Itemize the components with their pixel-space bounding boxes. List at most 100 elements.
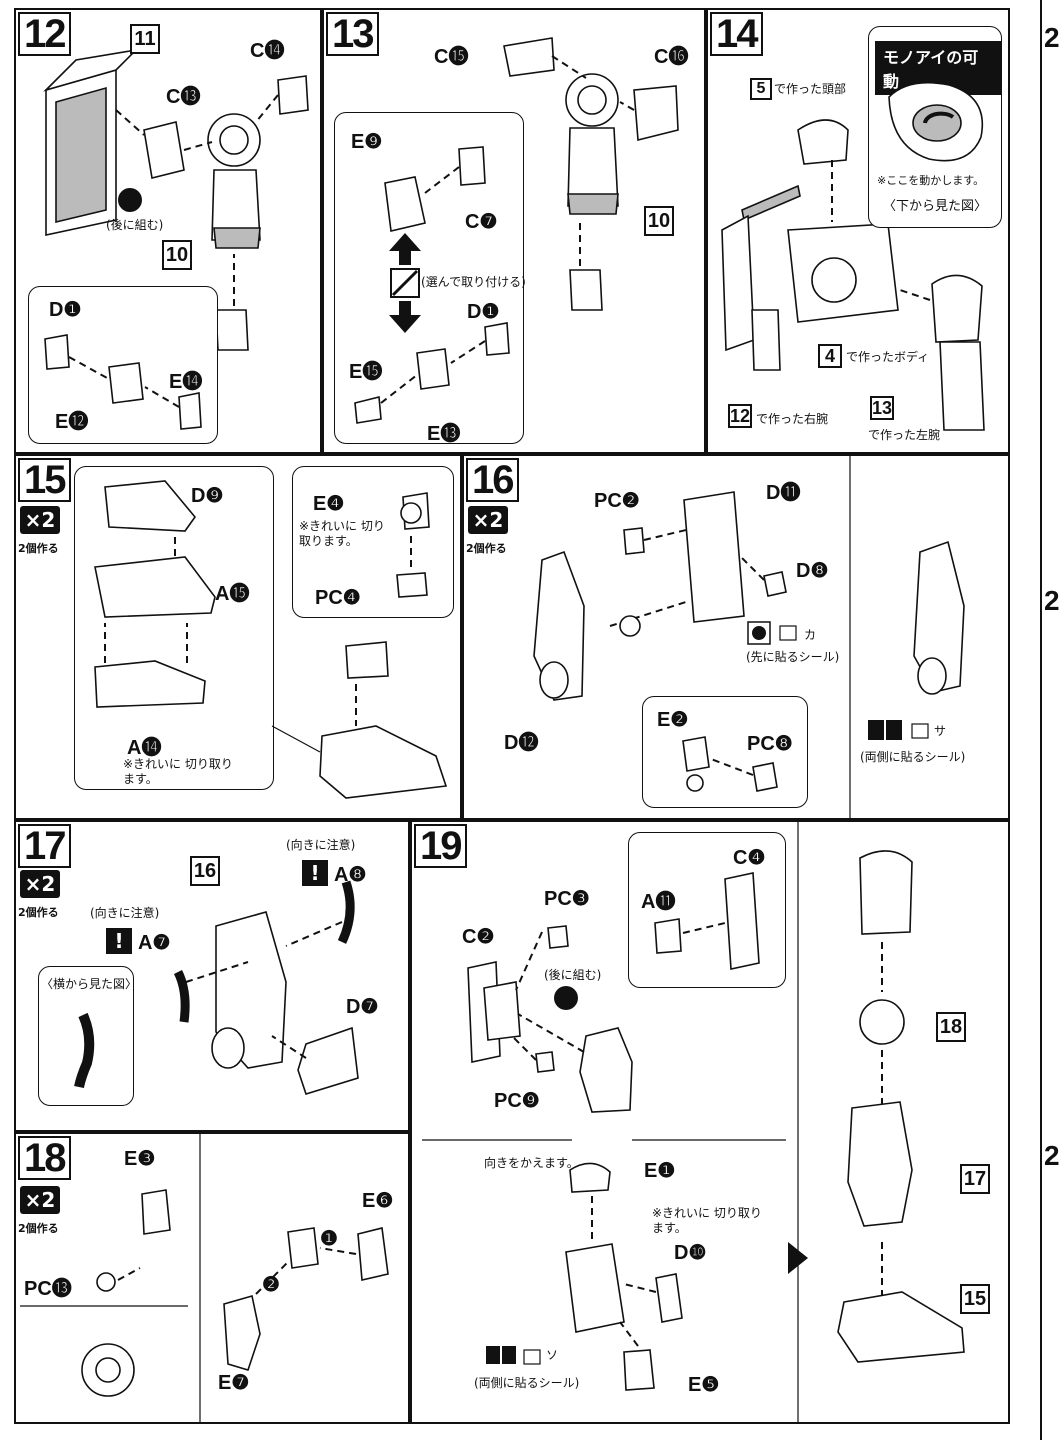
part-pc3	[547, 925, 569, 949]
part-pc4	[396, 572, 428, 598]
label-d1: D❶	[467, 301, 500, 323]
side-view-drawing	[74, 1012, 95, 1089]
foot-assembly-drawing	[94, 480, 216, 708]
part-e2-ball	[686, 774, 704, 792]
arrow-1	[551, 55, 587, 79]
shoulder-ring	[219, 125, 249, 155]
sticker-icon-so	[523, 1349, 541, 1365]
waist-part	[579, 1027, 633, 1113]
ref-12-box: 12	[728, 404, 752, 428]
arrow-2	[619, 101, 635, 111]
part-d11	[683, 491, 745, 623]
note-body: で作ったボディ	[846, 350, 930, 364]
label-c2: C❷	[462, 926, 495, 948]
shield-top	[741, 184, 801, 222]
label-a8: A❽	[334, 864, 367, 886]
leg-part	[215, 911, 287, 1069]
label-e4: E❹	[313, 493, 345, 515]
caution-icon-a8: !	[302, 860, 328, 886]
label-c16: C⓰	[654, 46, 689, 68]
order-2: ❷	[262, 1274, 280, 1296]
ref-10-box: 10	[162, 240, 192, 270]
label-e7: E❼	[218, 1372, 250, 1394]
step-12-panel: 12 11 C⓮ C⓭ (後に組む) 10 D❶ E⓮ E⓬	[14, 8, 322, 454]
ref-16-box: 16	[190, 856, 220, 886]
both-sides-icon-2	[886, 720, 902, 740]
arrow-pc2	[643, 529, 687, 541]
side-view-part	[74, 1012, 95, 1089]
ref-18-box: 18	[936, 1012, 966, 1042]
part-e7	[223, 1294, 261, 1371]
arm-part	[567, 127, 619, 207]
part-a11	[654, 918, 682, 954]
step-12-number: 12	[18, 12, 71, 56]
hip-joint	[859, 999, 905, 1045]
part-e9	[384, 176, 426, 232]
move-arrow-icon	[923, 111, 955, 124]
note-side-view: 〈横から見た図〉	[41, 977, 138, 991]
part-e12	[108, 362, 144, 404]
part-c16	[633, 85, 679, 142]
arrow-pc13	[117, 1267, 141, 1281]
right-arm	[751, 309, 781, 371]
part-d10	[655, 1273, 683, 1323]
label-e6: E❻	[362, 1190, 394, 1212]
bubble-arrow-1	[68, 356, 110, 380]
hand-part	[215, 309, 249, 351]
ref-5-box: 5	[750, 78, 772, 100]
monoeye-bubble: モノアイの可動 ※ここを動かします。 〈下から見た図〉	[868, 26, 1002, 228]
foot-top-part	[345, 641, 389, 679]
caution-note-a8: (向きに注意)	[286, 838, 356, 852]
e2-drawing	[682, 736, 778, 792]
head-part	[797, 119, 849, 165]
foot-shell	[319, 725, 448, 799]
step-18-drawing	[20, 1134, 389, 1422]
edge-step-number-3: 2	[1044, 1140, 1060, 1171]
arm-cuff	[567, 193, 619, 215]
note-below: 〈下から見た図〉	[883, 199, 988, 214]
up-arrow-icon	[389, 233, 421, 265]
part-d9	[104, 480, 197, 532]
label-c14: C⓮	[250, 40, 285, 62]
assembled-knee	[917, 657, 947, 695]
label-e13: E⓭	[427, 423, 461, 445]
label-c4: C❹	[733, 847, 766, 869]
joint-part	[287, 1227, 319, 1269]
note-both-sides: (両側に貼るシール)	[860, 750, 966, 764]
edge-step-number-2: 2	[1044, 585, 1060, 616]
hand-choice-bubble: E❾ C❼ (選んで取り付ける) D❶ E⓯ E⓭	[334, 112, 526, 445]
seal-so: ソ	[546, 1348, 559, 1362]
arrow-2	[183, 141, 213, 151]
label-e9: E❾	[351, 131, 383, 153]
make-two-note: 2個作る	[466, 542, 507, 555]
shield-part	[721, 214, 755, 352]
caution-icon-a7: !	[106, 928, 132, 954]
next-page-edge: 2 2 2	[1040, 0, 1064, 1440]
arrow-a11	[682, 922, 726, 934]
step-13-drawing	[503, 37, 679, 311]
both-sides-icon-2	[502, 1346, 516, 1364]
part-c2-inner	[483, 981, 521, 1041]
hand-bubble: D❶ E⓮ E⓬	[28, 286, 218, 444]
step-16-panel: 16 ×2 2個作る PC❷ D⓫ D❽ カ (先に貼るシール) D⓬ E❷	[462, 454, 1010, 820]
e2-bubble: E❷ PC❽	[642, 696, 808, 808]
arrow-d8	[739, 555, 765, 581]
part-c14	[277, 75, 309, 115]
part-c15	[503, 37, 555, 77]
label-d9: D❾	[191, 485, 224, 507]
arrow-e6	[319, 1247, 357, 1255]
part-d1	[484, 322, 510, 356]
step-19-number: 19	[414, 824, 467, 868]
order-1: ❶	[320, 1228, 338, 1250]
part-c13	[143, 121, 185, 179]
times-two-badge: ×2	[20, 1186, 60, 1214]
part-e15	[354, 395, 382, 424]
part-pc13	[96, 1272, 116, 1292]
next-arrow-icon	[788, 1242, 808, 1274]
seal-ka: カ	[804, 628, 817, 642]
step-19-panel: 19 PC❸ C❷ (後に組む) PC❾	[410, 820, 1010, 1424]
label-pc3: PC❸	[544, 888, 590, 910]
times-two-badge: ×2	[20, 870, 60, 898]
back-mark-icon	[118, 188, 142, 212]
step-16-number: 16	[466, 458, 519, 502]
